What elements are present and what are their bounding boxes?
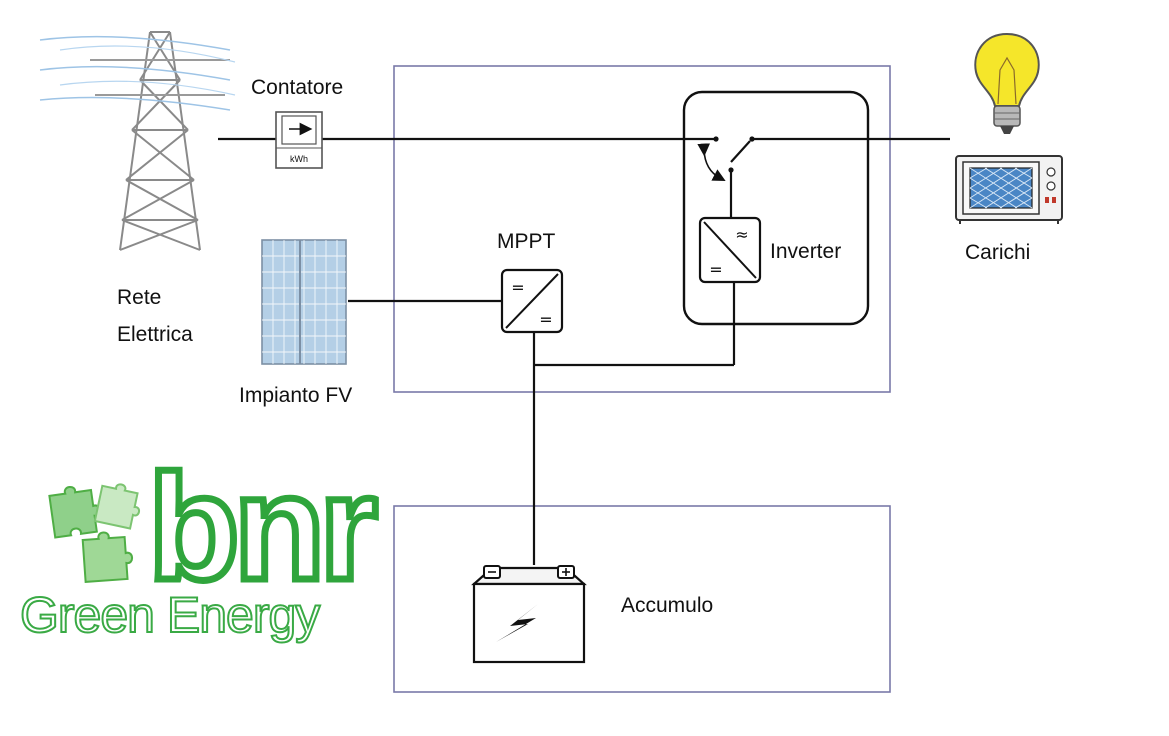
light-bulb-icon	[974, 32, 1040, 134]
pv-label: Impianto FV	[239, 384, 353, 407]
storage-label: Accumulo	[621, 594, 714, 617]
svg-text:=: =	[539, 310, 552, 329]
meter-unit-label: kWh	[290, 154, 308, 164]
svg-text:=: =	[511, 278, 524, 297]
logo-tagline: Green Energy	[19, 586, 321, 644]
dc-dc-converter-icon: = =	[500, 268, 564, 334]
wiring	[218, 137, 950, 565]
switch-icon	[697, 136, 755, 182]
grid-label-line2: Elettrica	[117, 323, 193, 346]
grid-label-line1: Rete	[117, 286, 162, 309]
battery-icon	[471, 565, 587, 664]
system-boundary-box	[393, 65, 891, 393]
microwave-icon	[955, 155, 1063, 224]
logo-brand-text: bnr	[145, 443, 382, 611]
svg-text:=: =	[709, 260, 722, 279]
power-pylon-icon	[39, 31, 236, 251]
puzzle-pieces-icon	[48, 483, 140, 583]
electric-meter-icon: kWh	[275, 111, 323, 169]
loads-label: Carichi	[965, 241, 1031, 264]
meter-label: Contatore	[251, 76, 344, 99]
inverter-enclosure	[682, 90, 870, 326]
storage-boundary-box	[393, 505, 891, 693]
svg-text:≈: ≈	[735, 225, 748, 244]
inverter-label: Inverter	[770, 240, 842, 263]
mppt-label: MPPT	[497, 230, 556, 253]
solar-panel-icon	[261, 239, 347, 365]
dc-ac-inverter-icon: ≈ =	[698, 216, 762, 284]
